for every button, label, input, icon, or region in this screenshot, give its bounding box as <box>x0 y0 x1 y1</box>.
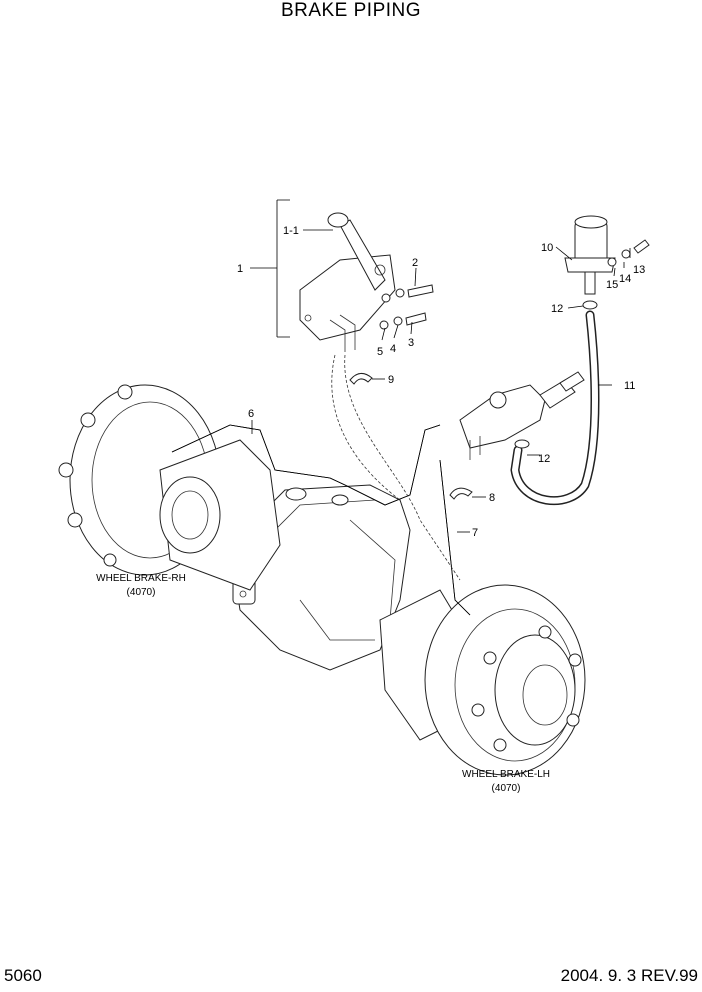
revision-date: 2004. 9. 3 REV.99 <box>560 966 698 985</box>
page-number: 5060 <box>4 966 42 985</box>
wheel-hub-rh <box>58 384 281 591</box>
callout-15: 15 <box>606 279 618 291</box>
wheel-brake-lh-ref: (4070) <box>492 783 521 794</box>
page-title: BRAKE PIPING <box>280 0 422 21</box>
wheel-brake-labels: WHEEL BRAKE-RH (4070) WHEEL BRAKE-LH (40… <box>96 573 550 794</box>
callout-11: 11 <box>624 380 635 392</box>
wheel-brake-rh-ref: (4070) <box>127 587 156 598</box>
wheel-hub-lh <box>379 584 586 776</box>
callout-3: 3 <box>408 337 414 349</box>
callout-2: 2 <box>412 257 418 269</box>
callout-14: 14 <box>619 273 631 285</box>
brake-pipe-7 <box>439 459 471 616</box>
callout-7: 7 <box>472 527 478 539</box>
callout-1: 1 <box>237 263 243 275</box>
callout-6: 6 <box>248 408 254 420</box>
clip-8 <box>449 487 473 500</box>
callout-9: 9 <box>388 374 394 386</box>
callout-8: 8 <box>489 492 495 504</box>
callout-12-lower: 12 <box>538 453 550 465</box>
callout-12-top: 12 <box>551 303 563 315</box>
master-cylinder <box>459 371 585 460</box>
callout-10: 10 <box>541 242 553 254</box>
leader-lines <box>250 199 631 533</box>
clip-9 <box>349 373 373 385</box>
callout-4: 4 <box>390 343 396 355</box>
callout-5: 5 <box>377 346 383 358</box>
hose-clamp-12-top <box>582 300 598 310</box>
callout-labels: 1 1-1 2 3 4 5 6 7 8 9 10 11 12 12 13 14 … <box>237 225 645 539</box>
hose-clamp-12-lower <box>514 439 530 449</box>
brake-fluid-reservoir <box>564 215 650 295</box>
wheel-brake-lh-label: WHEEL BRAKE-LH <box>462 769 550 780</box>
wheel-brake-rh-label: WHEEL BRAKE-RH <box>96 573 186 584</box>
callout-13: 13 <box>633 264 645 276</box>
callout-1-1: 1-1 <box>283 225 299 237</box>
brake-pedal-assembly <box>299 212 396 352</box>
